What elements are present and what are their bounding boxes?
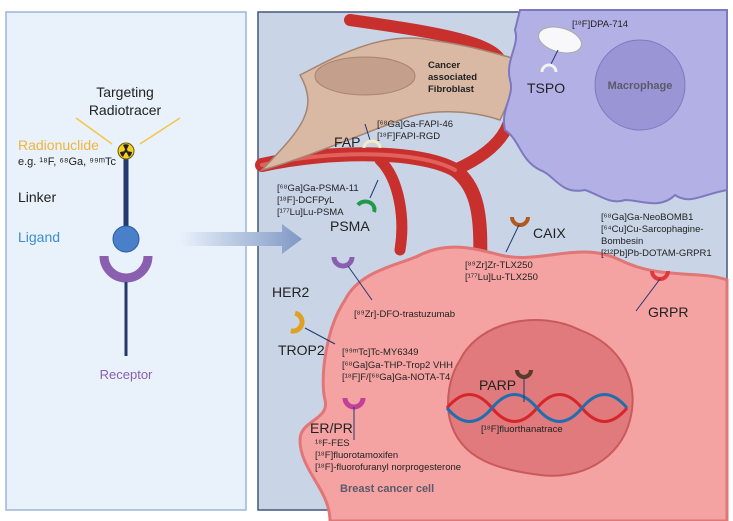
erpr-tracer-2: [¹⁸F]-fluorofuranyl norprogesterone <box>315 462 461 473</box>
psma-stem <box>369 179 379 199</box>
caix-tracer-0: [⁸⁹Zr]Zr-TLX250 <box>465 260 533 271</box>
tspo-receptor <box>540 63 558 73</box>
fibroblast-label-3: Fibroblast <box>428 84 475 95</box>
fibroblast-label-2: associated <box>428 72 477 83</box>
fibroblast-label-1: Cancer <box>428 60 461 71</box>
ligand-circle <box>112 225 140 253</box>
arrow-right-icon <box>180 224 302 254</box>
macrophage-label: Macrophage <box>608 80 673 92</box>
macrophage-nucleus <box>594 39 686 131</box>
trop2-label: TROP2 <box>278 342 325 358</box>
ray-left <box>75 117 113 145</box>
dna-icon <box>445 393 629 423</box>
left-panel-box <box>5 11 247 511</box>
receptor-cup <box>99 255 153 283</box>
radiation-icon <box>117 142 135 160</box>
grpr-tracer-0: [⁶⁸Ga]Ga-NeoBOMB1 <box>601 212 693 223</box>
trop2-stem <box>304 327 336 345</box>
trop2-receptor <box>290 310 305 334</box>
psma-tracer-1: [¹⁸F]-DCFPyL <box>277 195 334 206</box>
title-line1: Targeting <box>96 84 154 100</box>
linker-label: Linker <box>18 189 56 205</box>
nucleus <box>447 319 634 477</box>
receptor-label: Receptor <box>100 367 153 382</box>
her2-stem <box>347 265 373 301</box>
grpr-label: GRPR <box>648 304 688 320</box>
ligand-label: Ligand <box>18 229 60 245</box>
tspo-tracer-0: [¹⁸F]DPA-714 <box>572 19 628 30</box>
caix-stem <box>505 224 520 253</box>
cancer-cell-label: Breast cancer cell <box>340 483 434 495</box>
psma-label: PSMA <box>330 218 370 234</box>
erpr-tracer-1: [¹⁸F]fluorotamoxifen <box>315 450 398 461</box>
ray-right <box>139 117 181 145</box>
fibroblast: Cancer associated Fibroblast <box>259 37 521 172</box>
fibroblast-nucleus <box>314 56 416 96</box>
radionuclide-label: Radionuclide <box>18 137 99 153</box>
trop2-tracer-2: [¹⁸F]F/[⁶⁸Ga]Ga-NOTA-T4 <box>342 372 450 383</box>
left-panel: Targeting Radiotracer Radionuclide e.g. … <box>5 11 247 511</box>
parp-tracer-0: [¹⁸F]fluorthanatrace <box>481 424 563 435</box>
parp-label: PARP <box>479 377 516 393</box>
trop2-tracer-0: [⁹⁹ᵐTc]Tc-MY6349 <box>342 347 418 358</box>
psma-tracer-0: [⁶⁸Ga]Ga-PSMA-11 <box>277 183 359 194</box>
psma-tracer-2: [¹⁷⁷Lu]Lu-PSMA <box>277 207 344 218</box>
erpr-label: ER/PR <box>310 420 353 436</box>
cancer-cell: Breast cancer cell <box>298 245 729 521</box>
grpr-tracer-2: Bombesin <box>601 236 643 247</box>
fap-label: FAP <box>334 134 360 150</box>
fap-receptor <box>362 139 382 149</box>
grpr-stem <box>635 278 661 312</box>
fap-stem <box>364 123 371 141</box>
caix-label: CAIX <box>533 225 566 241</box>
title-line2: Radiotracer <box>89 102 162 118</box>
macrophage: Macrophage TSPO [¹⁸F]DPA-714 <box>502 9 728 205</box>
caix-tracer-1: [¹⁷⁷Lu]Lu-TLX250 <box>465 272 538 283</box>
radionuclide-examples: e.g. ¹⁸F, ⁶⁸Ga, ⁹⁹ᵐTc <box>18 156 116 168</box>
her2-label: HER2 <box>272 284 310 300</box>
her2-tracer-0: [⁸⁹Zr]-DFO-trastuzumab <box>354 309 455 320</box>
caix-receptor <box>510 216 530 227</box>
grpr-receptor <box>650 270 670 281</box>
trop2-tracer-1: [⁶⁸Ga]Ga-THP-Trop2 VHH <box>342 360 453 371</box>
her2-receptor <box>331 256 355 269</box>
fap-tracer-0: [⁶⁸Ga]Ga-FAPI-46 <box>377 119 453 130</box>
tspo-label: TSPO <box>527 80 565 96</box>
fap-tracer-1: [¹⁸F]FAPI-RGD <box>377 131 440 142</box>
grpr-tracer-3: [²¹²Pb]Pb-DOTAM-GRPR1 <box>601 248 712 259</box>
erpr-tracer-0: ¹⁸F-FES <box>315 438 350 449</box>
tspo-stem <box>549 49 559 67</box>
psma-receptor <box>356 199 377 213</box>
grpr-tracer-1: [⁶⁴Cu]Cu-Sarcophagine- <box>601 224 704 235</box>
